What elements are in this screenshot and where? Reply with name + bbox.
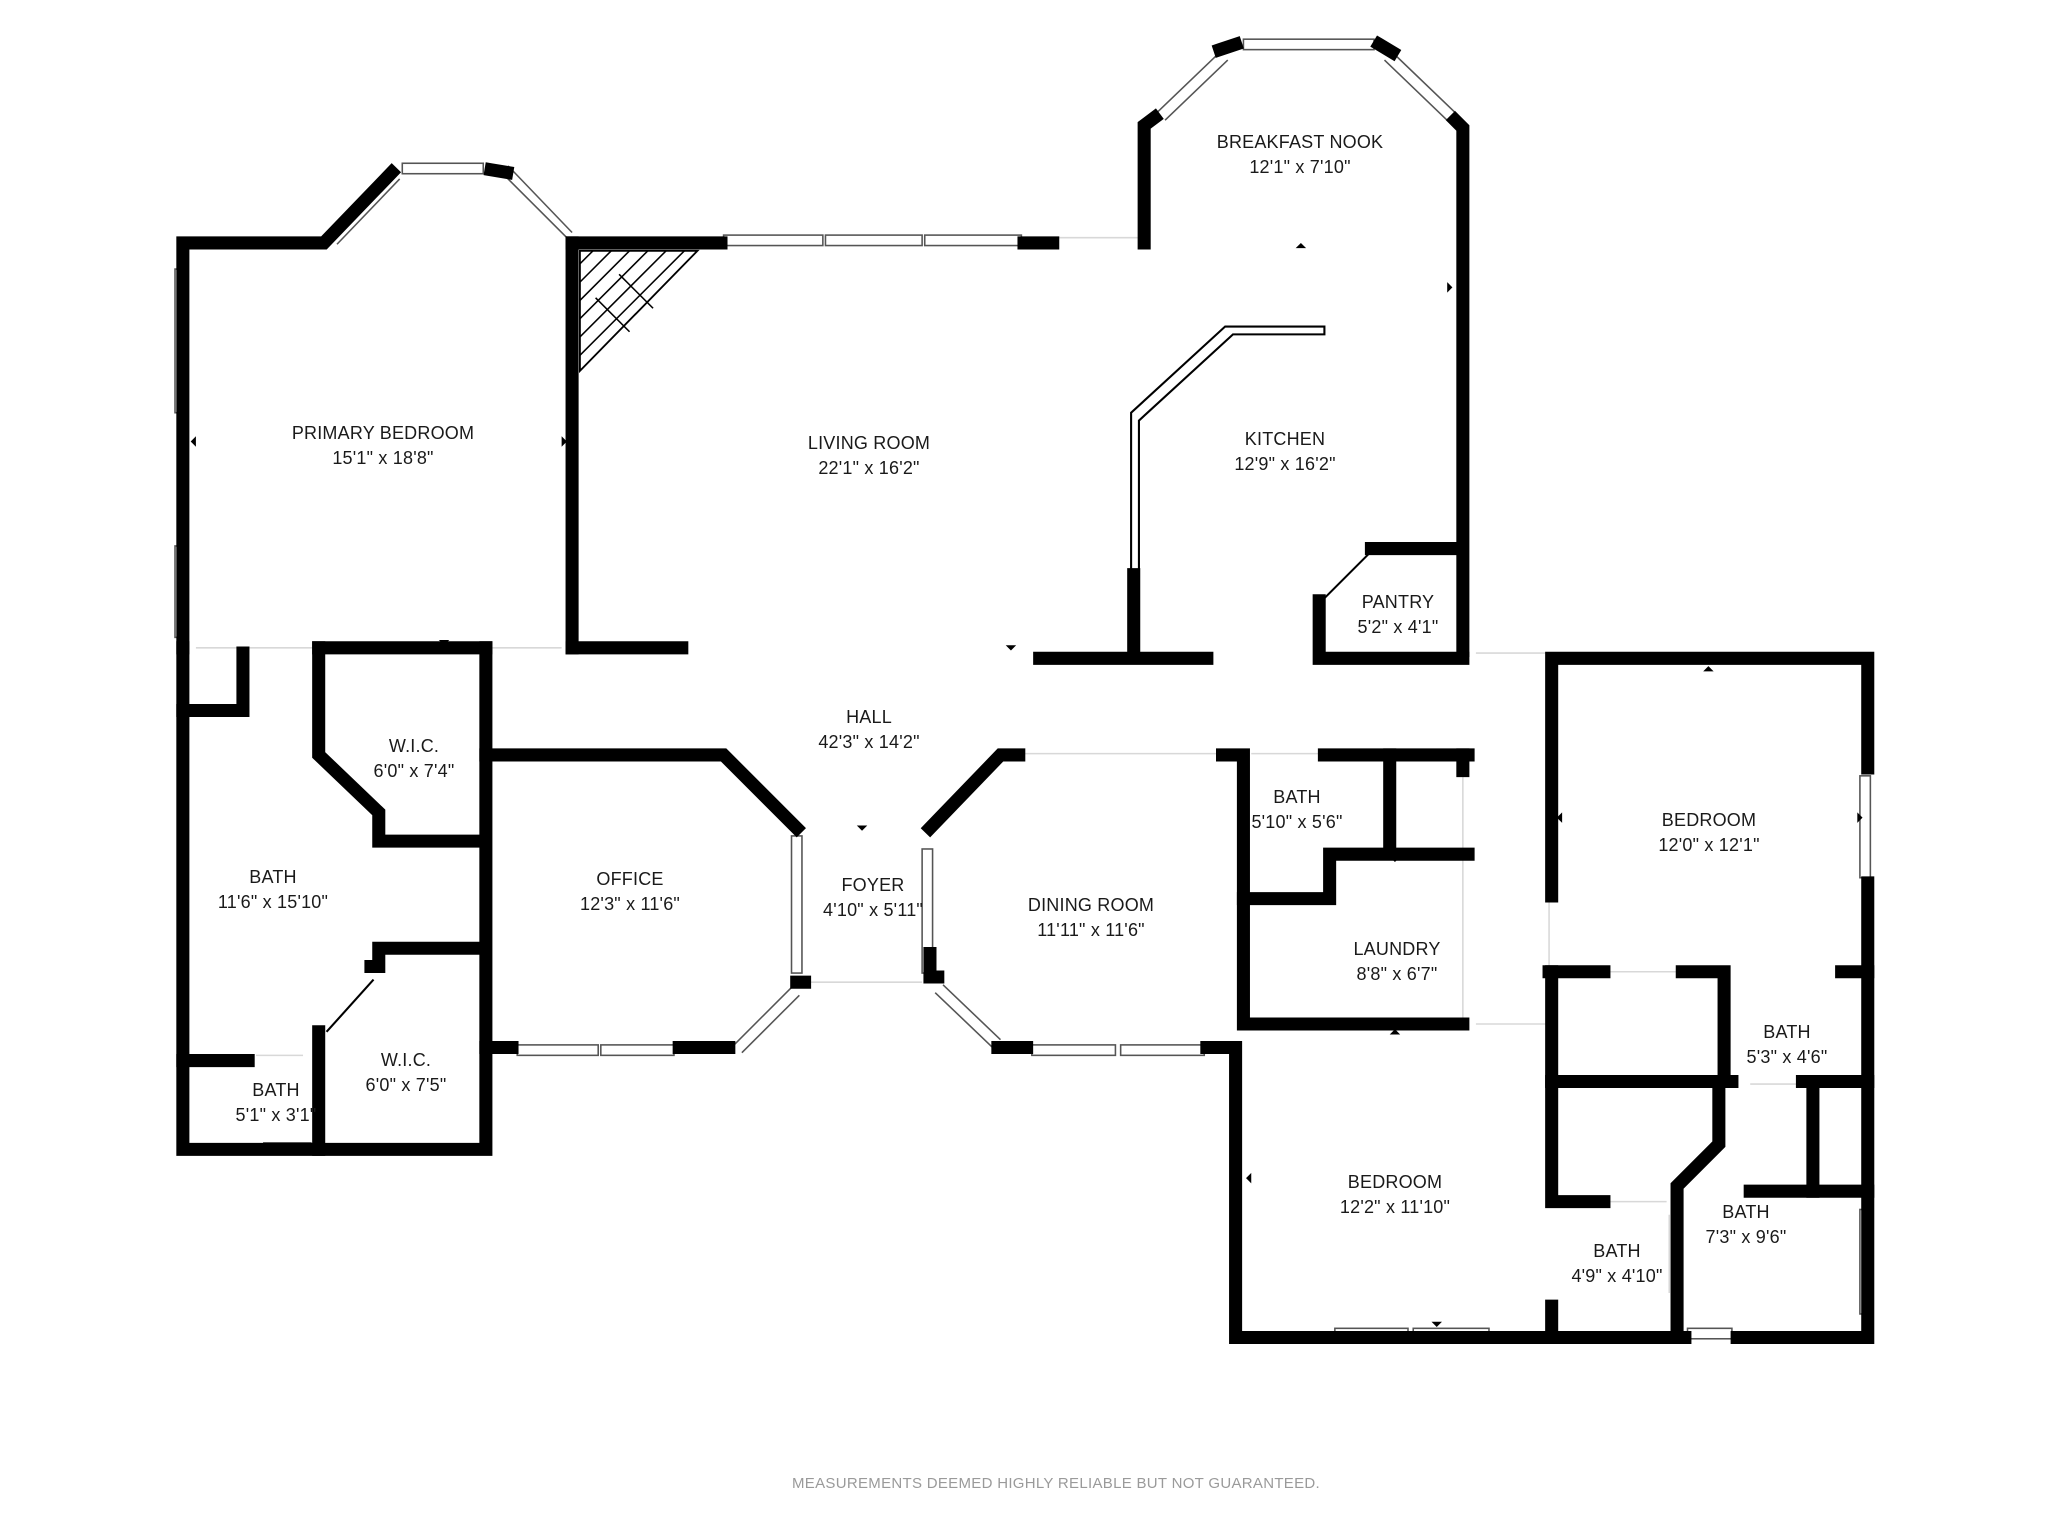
room-name: BATH xyxy=(1763,1022,1811,1042)
room-label-half-bath: BATH 5'1" x 3'1" xyxy=(236,1078,317,1128)
room-name: BEDROOM xyxy=(1661,810,1757,830)
dimension-markers xyxy=(190,242,1863,1328)
room-dimensions: 22'1" x 16'2" xyxy=(818,458,920,478)
room-label-primary-bath: BATH 11'6" x 15'10" xyxy=(218,865,328,915)
bath-angle-wall xyxy=(325,978,375,1033)
room-dimensions: 42'3" x 14'2" xyxy=(818,732,920,752)
room-label-wic-lower: W.I.C. 6'0" x 7'5" xyxy=(366,1048,447,1098)
room-dimensions: 12'9" x 16'2" xyxy=(1234,454,1336,474)
room-dimensions: 5'2" x 4'1" xyxy=(1357,617,1439,637)
room-label-hall: HALL 42'3" x 14'2" xyxy=(818,705,919,755)
walls xyxy=(176,35,1875,1344)
room-dimensions: 7'3" x 9'6" xyxy=(1705,1227,1787,1247)
room-label-dining-room: DINING ROOM 11'11" x 11'6" xyxy=(1028,893,1154,943)
wic-angle xyxy=(323,754,375,806)
room-label-breakfast-nook: BREAKFAST NOOK 12'1" x 7'10" xyxy=(1217,130,1384,180)
room-dimensions: 5'1" x 3'1" xyxy=(235,1105,317,1125)
measurement-disclaimer: MEASUREMENTS DEEMED HIGHLY RELIABLE BUT … xyxy=(792,1475,1320,1492)
room-label-office: OFFICE 12'3" x 11'6" xyxy=(580,867,680,917)
room-name: DINING ROOM xyxy=(1027,895,1155,915)
room-name: W.I.C. xyxy=(380,1050,432,1070)
room-dimensions: 11'6" x 15'10" xyxy=(217,892,329,912)
room-label-bedroom-south: BEDROOM 12'2" x 11'10" xyxy=(1340,1170,1450,1220)
room-label-bath-east: BATH 5'3" x 4'6" xyxy=(1747,1020,1828,1070)
fireplace-icon xyxy=(579,249,700,374)
room-name: BATH xyxy=(1722,1202,1770,1222)
room-dimensions: 12'1" x 7'10" xyxy=(1249,157,1351,177)
pantry-door xyxy=(1321,550,1373,602)
room-dimensions: 5'3" x 4'6" xyxy=(1746,1047,1828,1067)
room-label-kitchen: KITCHEN 12'9" x 16'2" xyxy=(1234,427,1335,477)
room-dimensions: 15'1" x 18'8" xyxy=(332,448,434,468)
room-dimensions: 4'9" x 4'10" xyxy=(1571,1266,1663,1286)
room-name: W.I.C. xyxy=(388,736,440,756)
room-name: KITCHEN xyxy=(1244,429,1326,449)
room-name: BATH xyxy=(1273,787,1321,807)
room-label-hall-bath: BATH 5'10" x 5'6" xyxy=(1251,785,1342,835)
room-name: BATH xyxy=(249,867,297,887)
room-label-wic-upper: W.I.C. 6'0" x 7'4" xyxy=(374,734,455,784)
room-label-pantry: PANTRY 5'2" x 4'1" xyxy=(1358,590,1439,640)
room-label-bath-small-south: BATH 4'9" x 4'10" xyxy=(1571,1239,1662,1289)
room-dimensions: 12'2" x 11'10" xyxy=(1339,1197,1451,1217)
room-name: BREAKFAST NOOK xyxy=(1216,132,1384,152)
room-dimensions: 12'0" x 12'1" xyxy=(1658,835,1760,855)
room-dimensions: 8'8" x 6'7" xyxy=(1356,964,1438,984)
room-dimensions: 12'3" x 11'6" xyxy=(580,894,680,914)
room-name: OFFICE xyxy=(596,869,664,889)
room-label-bedroom-east: BEDROOM 12'0" x 12'1" xyxy=(1658,808,1759,858)
room-name: BEDROOM xyxy=(1347,1172,1443,1192)
room-label-bath-southeast: BATH 7'3" x 9'6" xyxy=(1706,1200,1787,1250)
room-name: HALL xyxy=(846,707,892,727)
room-dimensions: 5'10" x 5'6" xyxy=(1251,812,1343,832)
room-label-living-room: LIVING ROOM 22'1" x 16'2" xyxy=(808,431,930,481)
room-dimensions: 11'11" x 11'6" xyxy=(1037,920,1145,940)
kitchen-counter xyxy=(1130,325,1326,575)
room-name: BATH xyxy=(1593,1241,1641,1261)
room-label-primary-bedroom: PRIMARY BEDROOM 15'1" x 18'8" xyxy=(292,421,474,471)
room-dimensions: 6'0" x 7'5" xyxy=(365,1075,447,1095)
room-name: FOYER xyxy=(841,875,905,895)
room-dimensions: 4'10" x 5'11" xyxy=(823,900,923,920)
room-name: BATH xyxy=(252,1080,300,1100)
room-name: PANTRY xyxy=(1361,592,1435,612)
room-name: LAUNDRY xyxy=(1353,939,1441,959)
room-label-foyer: FOYER 4'10" x 5'11" xyxy=(823,873,923,923)
room-dimensions: 6'0" x 7'4" xyxy=(373,761,455,781)
room-label-laundry: LAUNDRY 8'8" x 6'7" xyxy=(1353,937,1440,987)
room-name: PRIMARY BEDROOM xyxy=(291,423,475,443)
room-name: LIVING ROOM xyxy=(807,433,931,453)
